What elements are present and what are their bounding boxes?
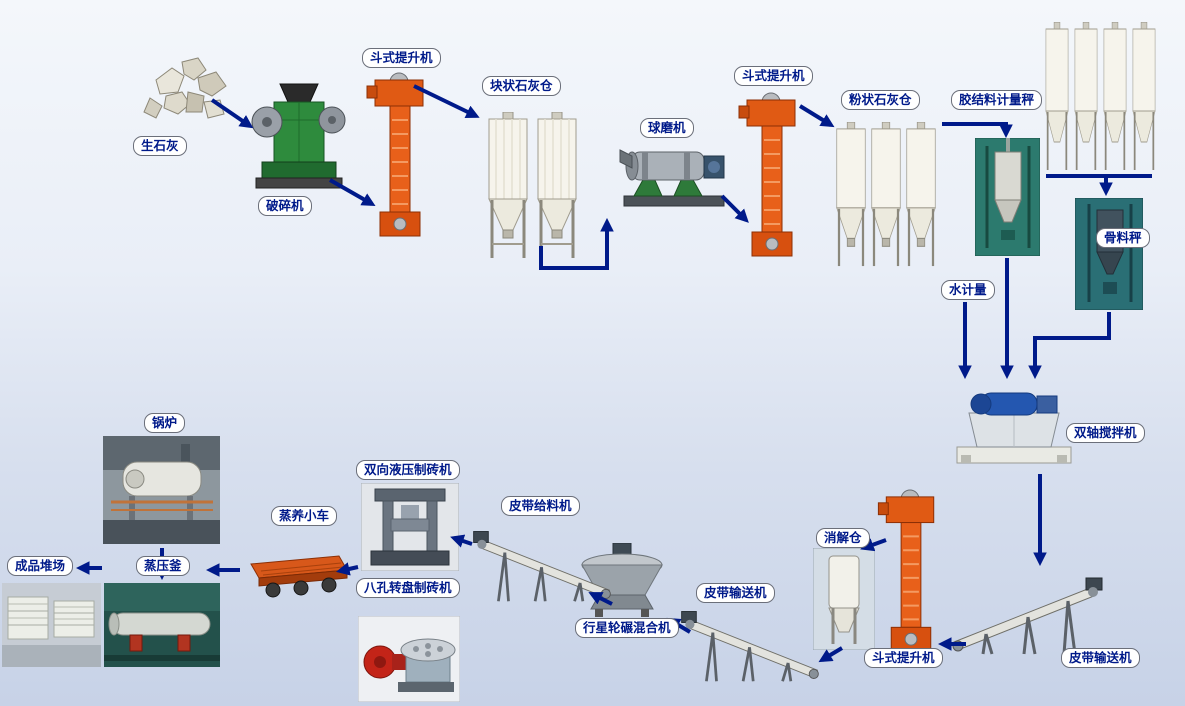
label-planetary-wheel-mixer: 行星轮碾混合机 xyxy=(575,618,679,638)
binder-metering-scale-image xyxy=(974,137,1041,261)
flow-arrow xyxy=(942,122,1013,139)
label-bucket-elevator-1: 斗式提升机 xyxy=(362,48,441,68)
powder-lime-silo-1-image xyxy=(833,121,869,275)
product-yard-image xyxy=(2,583,101,672)
flow-arrow xyxy=(1028,312,1111,380)
belt-conveyor-mid-image xyxy=(676,606,824,689)
aggregate-scale-image xyxy=(1074,197,1144,315)
jaw-crusher-image xyxy=(250,82,348,199)
aggregate-silo-2-image xyxy=(1072,21,1100,177)
label-crusher: 破碎机 xyxy=(258,196,312,216)
lump-lime-silo-2-image xyxy=(533,111,581,267)
lump-lime-silo-1-image xyxy=(484,111,532,267)
aggregate-silo-3-image xyxy=(1101,21,1129,177)
label-hydraulic-brick-press: 双向液压制砖机 xyxy=(356,460,460,480)
label-belt-conveyor-mid: 皮带输送机 xyxy=(696,583,775,603)
bucket-elevator-2-image xyxy=(737,90,807,265)
label-bucket-elevator-3: 斗式提升机 xyxy=(864,648,943,668)
bucket-elevator-3-image xyxy=(876,487,946,660)
label-belt-feeder: 皮带给料机 xyxy=(501,496,580,516)
belt-feeder-image xyxy=(466,526,618,609)
label-powder-lime-silo: 粉状石灰仓 xyxy=(841,90,920,110)
label-product-yard: 成品堆场 xyxy=(7,556,74,576)
digestion-silo-image xyxy=(812,547,876,655)
hydraulic-brick-press-image xyxy=(360,482,460,576)
curing-trolley-image xyxy=(241,548,353,607)
label-ball-mill: 球磨机 xyxy=(640,118,694,138)
twin-shaft-mixer-image xyxy=(953,383,1075,476)
label-twin-shaft-mixer: 双轴搅拌机 xyxy=(1066,423,1145,443)
quicklime-rocks-image xyxy=(138,52,238,135)
label-water-metering: 水计量 xyxy=(941,280,995,300)
aggregate-silo-1-image xyxy=(1043,21,1071,177)
autoclave-image xyxy=(104,583,220,672)
label-boiler: 锅炉 xyxy=(144,413,186,433)
ball-mill-image xyxy=(618,138,730,217)
bucket-elevator-1-image xyxy=(365,70,435,245)
belt-conveyor-right-image xyxy=(950,572,1105,662)
label-lump-lime-silo: 块状石灰仓 xyxy=(482,76,561,96)
label-curing-trolley: 蒸养小车 xyxy=(271,506,338,526)
label-bucket-elevator-2: 斗式提升机 xyxy=(734,66,813,86)
boiler-image xyxy=(103,436,220,549)
label-binder-metering-scale: 胶结料计量秤 xyxy=(951,90,1043,110)
label-rotary-brick-press: 八孔转盘制砖机 xyxy=(356,578,460,598)
label-aggregate-scale: 骨料秤 xyxy=(1096,228,1150,248)
powder-lime-silo-2-image xyxy=(868,121,904,275)
aggregate-silo-4-image xyxy=(1130,21,1158,177)
label-quicklime: 生石灰 xyxy=(133,136,187,156)
rotary-brick-press-image xyxy=(357,615,461,706)
powder-lime-silo-3-image xyxy=(903,121,939,275)
label-belt-conveyor-right: 皮带输送机 xyxy=(1061,648,1140,668)
label-autoclave: 蒸压釜 xyxy=(136,556,190,576)
label-digestion-silo: 消解仓 xyxy=(816,528,870,548)
